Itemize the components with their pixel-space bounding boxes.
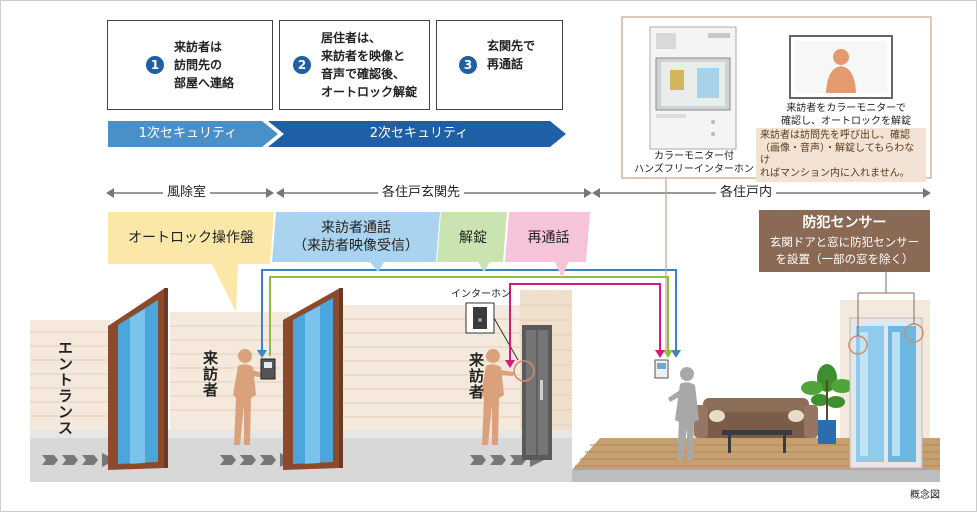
- sensor-ring-door: [513, 360, 535, 382]
- crime-sensor-desc: 玄関ドアと窓に防犯センサー を設置（一部の窓を除く）: [769, 235, 920, 266]
- zone-entrance: 各住戸玄関先: [378, 184, 465, 202]
- autolock-tag: オートロック操作盤: [128, 230, 254, 246]
- step-2-text: 居住者は、 来訪者を映像と 音声で確認後、 オートロック解錠: [321, 31, 418, 99]
- potted-plant: [801, 364, 853, 444]
- visitor-figure-door: [481, 349, 514, 445]
- unit-door: [522, 325, 552, 460]
- monitor-screen: [789, 35, 893, 99]
- footnote: 概念図: [910, 490, 940, 501]
- balcony-window: [849, 317, 923, 469]
- intercom-label: インターホン: [451, 289, 511, 300]
- signal-lines: [261, 269, 677, 367]
- zone-inside: 各住戸内: [716, 184, 777, 202]
- step-1-text: 来訪者は 訪問先の 部屋へ連絡: [174, 40, 235, 90]
- recall-tag-shape: [505, 212, 590, 278]
- unlock-tag: 解錠: [459, 230, 487, 246]
- monitor-screen-caption: 来訪者をカラーモニターで 確認し、オートロックを解錠: [781, 103, 911, 127]
- visitor-figure-vestibule: [233, 349, 266, 445]
- crime-sensor-title: 防犯センサー: [802, 215, 887, 231]
- entrance-label: エントランス: [56, 340, 74, 436]
- call-tag: 来訪者通話 （来訪者映像受信）: [293, 220, 419, 254]
- visitor-label-door: 来訪者: [467, 352, 485, 400]
- room-floor: [572, 438, 940, 470]
- step-1-box: 1 来訪者は 訪問先の 部屋へ連絡: [107, 20, 273, 110]
- primary-security-label: 1次セキュリティ: [138, 126, 238, 141]
- secondary-security-bar: [268, 121, 566, 147]
- step-3-text: 玄関先で 再通話: [487, 39, 536, 71]
- monitor-note: 来訪者は訪問先を呼び出し、確認 （画像・音声）・解錠してもらわなけ ればマンショ…: [756, 128, 926, 182]
- intercom-device: [649, 26, 737, 150]
- crime-sensor-tag-shape: [759, 210, 930, 272]
- call-tag-shape: [272, 212, 440, 272]
- vestibule-glass-door: [283, 288, 343, 470]
- primary-security-bar: [108, 121, 278, 147]
- step-3-box: 3 玄関先で 再通話: [436, 20, 563, 110]
- step-2-box: 2 居住者は、 来訪者を映像と 音声で確認後、 オートロック解錠: [279, 20, 430, 110]
- intercom-device-caption: カラーモニター付 ハンズフリーインターホン: [634, 151, 754, 175]
- step-2-number: 2: [293, 56, 311, 74]
- secondary-security-label: 2次セキュリティ: [369, 126, 469, 141]
- resident-figure: [668, 367, 699, 460]
- recall-tag: 再通話: [527, 230, 570, 246]
- sofa: [694, 398, 818, 453]
- entrance-glass-door: [108, 288, 168, 470]
- autolock-tag-shape: [108, 212, 274, 312]
- zone-vestibule: 風除室: [163, 184, 211, 202]
- visitor-label-vestibule: 来訪者: [201, 350, 219, 398]
- step-3-number: 3: [459, 56, 477, 74]
- step-1-number: 1: [146, 56, 164, 74]
- unlock-tag-shape: [437, 212, 507, 272]
